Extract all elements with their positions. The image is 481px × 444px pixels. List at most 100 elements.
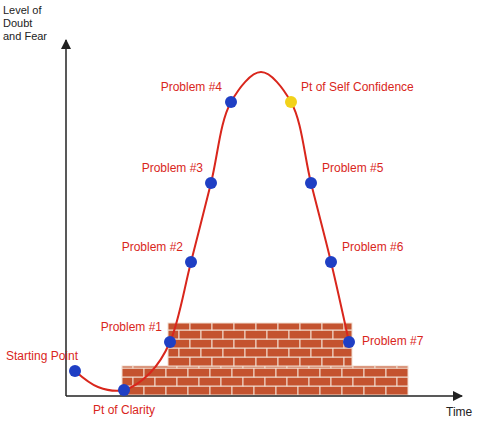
- y-axis: [65, 40, 67, 396]
- point-dot: [164, 336, 176, 348]
- brick: [256, 339, 278, 348]
- brick: [234, 339, 256, 348]
- brick: [320, 368, 342, 377]
- brick: [375, 366, 397, 368]
- brick: [232, 368, 254, 377]
- brick: [201, 330, 223, 339]
- brick: [122, 366, 133, 368]
- brick: [333, 348, 352, 357]
- brick: [322, 339, 344, 348]
- brick: [188, 386, 210, 395]
- point-label: Problem #7: [362, 334, 423, 348]
- brick: [256, 357, 278, 366]
- brick: [245, 330, 267, 339]
- brick: [300, 323, 322, 330]
- brick: [144, 386, 166, 395]
- brick: [397, 377, 408, 386]
- brick: [190, 357, 212, 366]
- brick: [190, 323, 212, 330]
- brick: [278, 323, 300, 330]
- brick: [320, 386, 342, 395]
- point-dot: [325, 256, 337, 268]
- brick: [212, 357, 234, 366]
- brick: [386, 368, 408, 377]
- point-dot: [118, 384, 130, 396]
- brick: [311, 348, 333, 357]
- point-dot: [185, 256, 197, 268]
- brick: [311, 330, 333, 339]
- point-label: Problem #1: [101, 320, 162, 334]
- point-dot: [343, 336, 355, 348]
- point-label: Problem #2: [122, 240, 183, 254]
- brick: [210, 368, 232, 377]
- brick: [386, 386, 408, 395]
- brick: [221, 377, 243, 386]
- brick: [353, 377, 375, 386]
- brick: [212, 323, 234, 330]
- point-dot: [225, 96, 237, 108]
- brick: [210, 386, 232, 395]
- brick: [289, 348, 311, 357]
- brick: [265, 377, 287, 386]
- brick: [256, 323, 278, 330]
- brick: [179, 330, 201, 339]
- brick: [223, 330, 245, 339]
- brick: [234, 323, 256, 330]
- brick: [177, 377, 199, 386]
- point-label: Problem #5: [322, 161, 383, 175]
- brick: [276, 386, 298, 395]
- brick: [166, 386, 188, 395]
- brick-wall: [122, 323, 408, 395]
- brick: [267, 330, 289, 339]
- brick: [278, 339, 300, 348]
- brick: [364, 368, 386, 377]
- doubt-curve: [75, 72, 349, 391]
- brick: [298, 368, 320, 377]
- brick: [353, 366, 375, 368]
- point-label: Problem #3: [142, 161, 203, 175]
- brick: [168, 323, 190, 330]
- brick: [331, 377, 353, 386]
- brick: [166, 368, 188, 377]
- brick: [322, 323, 344, 330]
- brick: [278, 357, 300, 366]
- brick: [212, 339, 234, 348]
- brick: [168, 348, 179, 357]
- brick: [344, 357, 352, 366]
- brick: [133, 366, 155, 368]
- curve: [75, 72, 349, 391]
- point-label: Problem #4: [161, 80, 222, 94]
- brick: [232, 386, 254, 395]
- brick: [287, 377, 309, 386]
- brick: [300, 339, 322, 348]
- brick: [289, 330, 311, 339]
- point-label: Starting Point: [6, 349, 78, 363]
- brick: [179, 348, 201, 357]
- point-label: Pt of Clarity: [93, 403, 155, 417]
- brick: [201, 348, 223, 357]
- brick: [190, 339, 212, 348]
- brick: [342, 368, 364, 377]
- brick: [188, 368, 210, 377]
- brick: [397, 366, 408, 368]
- point-dot: [205, 177, 217, 189]
- brick: [364, 386, 386, 395]
- brick: [309, 377, 331, 386]
- axis-title: Level of Doubt and Fear: [3, 4, 53, 43]
- brick: [276, 368, 298, 377]
- brick: [234, 357, 256, 366]
- brick: [245, 348, 267, 357]
- point-label: Pt of Self Confidence: [301, 80, 414, 94]
- brick: [168, 357, 190, 366]
- brick: [243, 377, 265, 386]
- brick: [298, 386, 320, 395]
- axis-title: Time: [446, 405, 472, 419]
- brick: [342, 386, 364, 395]
- point-label: Problem #6: [342, 240, 403, 254]
- brick: [199, 377, 221, 386]
- point-dot: [285, 96, 297, 108]
- point-dot: [305, 177, 317, 189]
- brick: [322, 357, 344, 366]
- dots: [69, 96, 355, 396]
- brick: [254, 386, 276, 395]
